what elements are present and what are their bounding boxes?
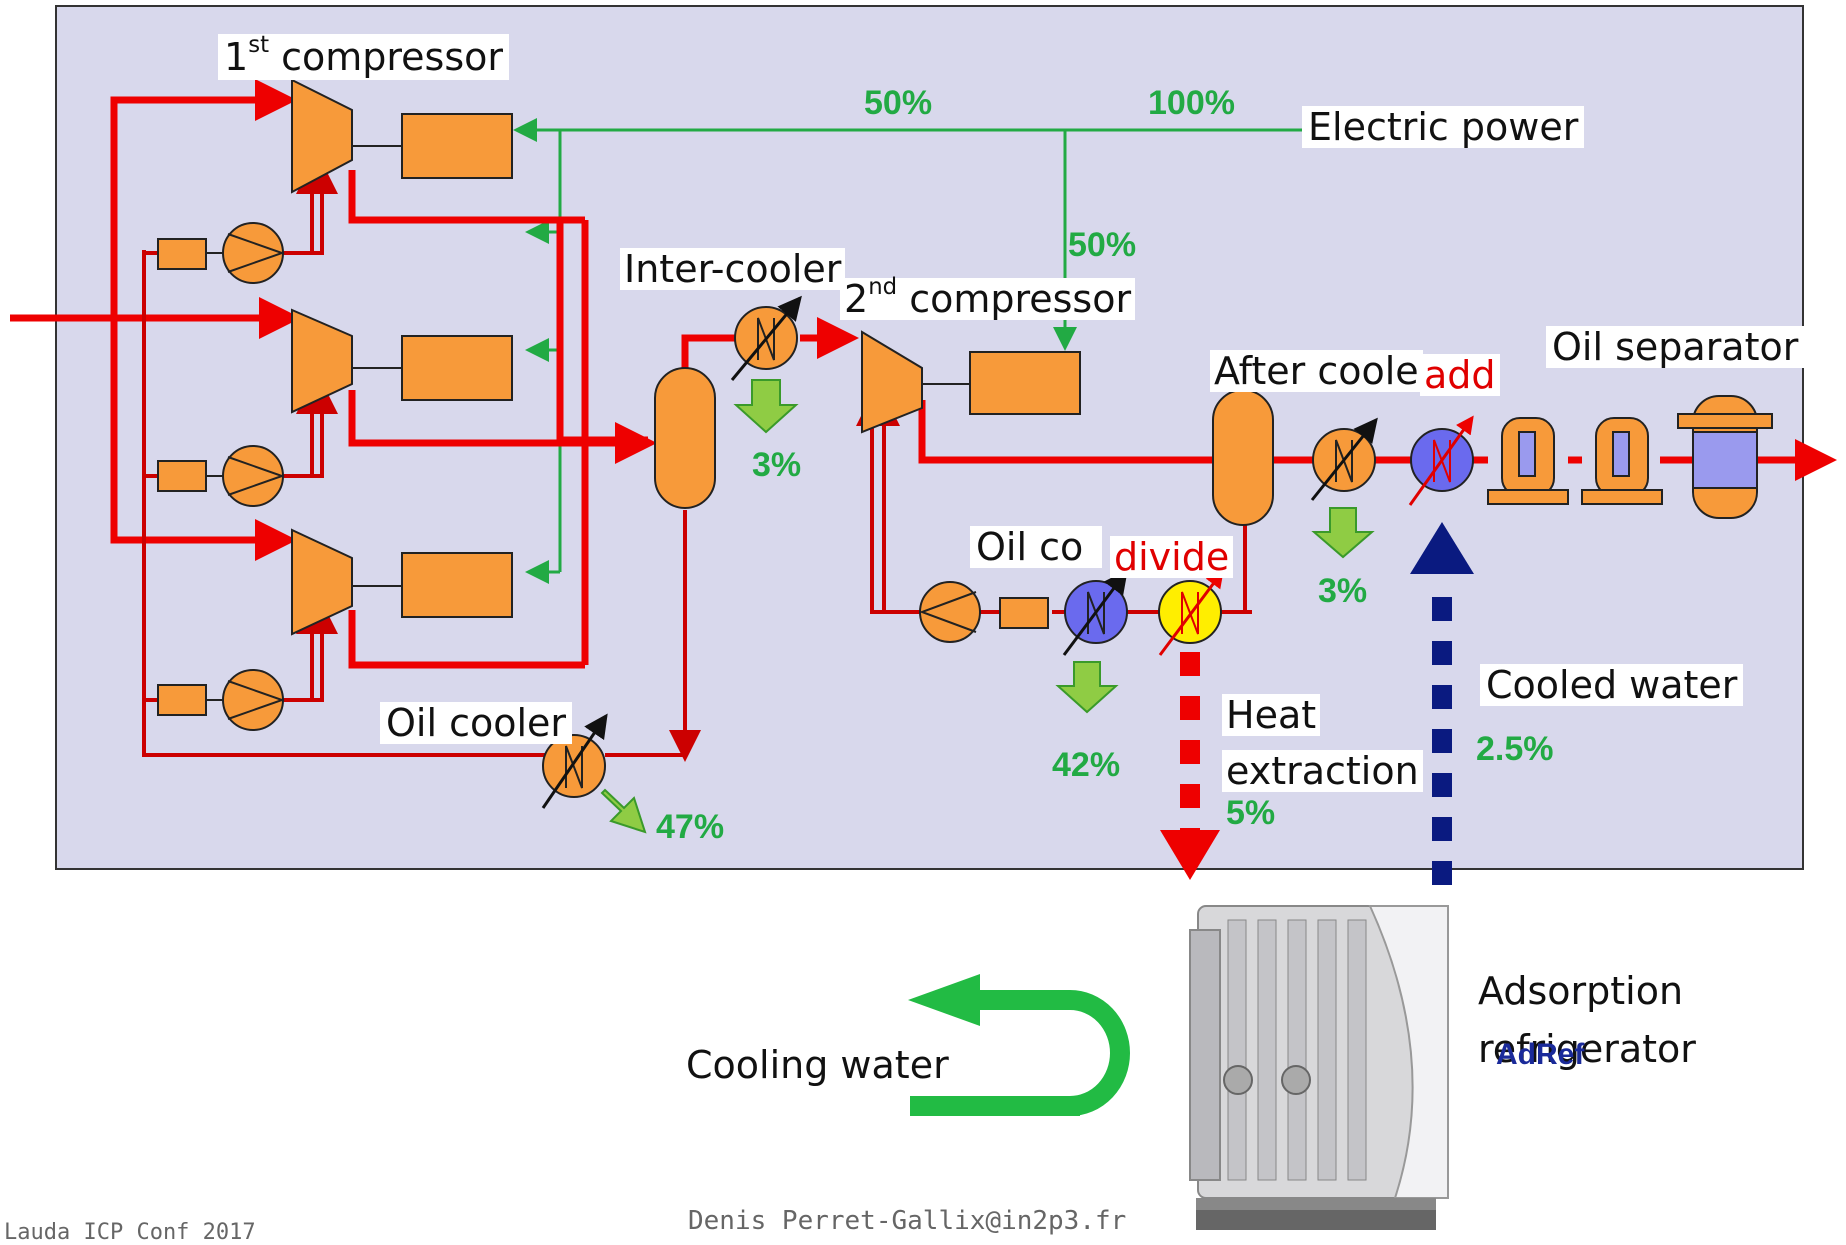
- footer-author: Denis Perret-Gallix@in2p3.fr: [688, 1208, 1126, 1234]
- heat-extraction-pct: 5%: [1226, 796, 1275, 830]
- cooling-water-label: Cooling water: [686, 1046, 949, 1084]
- power-100: 100%: [1148, 86, 1235, 120]
- cooled-water-pct: 2.5%: [1476, 732, 1554, 766]
- adsorption-label-1: Adsorption: [1478, 972, 1683, 1010]
- adref-overlay-label: AdRef: [1496, 1040, 1584, 1070]
- divide-label: divide: [1110, 536, 1233, 578]
- after-cooler-label: After coole: [1210, 350, 1423, 392]
- oil-cooler-1-label: Oil cooler: [380, 702, 572, 744]
- cooled-water-label: Cooled water: [1480, 664, 1743, 706]
- cooling-water-arrowhead: [908, 974, 980, 1026]
- power-50-down: 50%: [1068, 228, 1136, 262]
- footer-left: Lauda ICP Conf 2017: [4, 1222, 256, 1244]
- electric-power-label: Electric power: [1302, 106, 1584, 148]
- oil-separator-label: Oil separator: [1546, 326, 1804, 368]
- heat-extraction-label-2: extraction: [1222, 750, 1423, 792]
- compressor-1-label: 1st compressor: [218, 34, 509, 80]
- add-label: add: [1420, 354, 1500, 396]
- oil-cooler-2-label: Oil co: [970, 526, 1102, 568]
- adsorption-refrigerator-icon: [1190, 906, 1448, 1230]
- inter-cooler-label: Inter-cooler: [620, 248, 845, 290]
- heat-extraction-label-1: Heat: [1222, 694, 1320, 736]
- mixing-vessel: [655, 368, 715, 508]
- compressor-2-label: 2nd compressor: [840, 278, 1135, 320]
- aftercooler-loss: 3%: [1318, 574, 1367, 608]
- intercooler-loss: 3%: [752, 448, 801, 482]
- oil-cooler-1-loss: 47%: [656, 810, 724, 844]
- oil-cooler-2-loss: 42%: [1052, 748, 1120, 782]
- after-cooler-vessel: [1213, 390, 1273, 525]
- power-50-top: 50%: [864, 86, 932, 120]
